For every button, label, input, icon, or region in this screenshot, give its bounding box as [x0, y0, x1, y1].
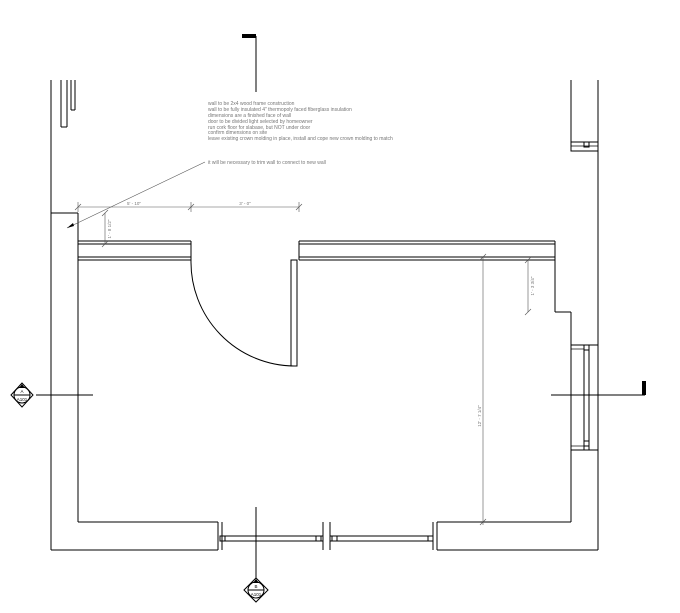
leader-note-text: it will be necessary to trim wall to con… [208, 160, 326, 166]
note-line: wall to be fully insulated 4" thermopoly… [208, 107, 352, 113]
dimension-right-small: 1' - 3 3/4" [524, 256, 535, 316]
elevation-marker-left-label: A [20, 389, 23, 394]
note-line: door to be divided light selected by hom… [208, 119, 313, 125]
dimension-top-left-label: 5' - 10" [127, 201, 141, 206]
elevation-marker-left-sheet: A101 [17, 397, 28, 402]
dimension-door-opening-label: 3' - 0" [239, 201, 251, 206]
exterior-walls [50, 80, 599, 551]
note-line: run cork floor for slabase, but NOT unde… [208, 125, 311, 131]
note-line: dimensions are a finished face of wall [208, 113, 291, 119]
general-notes: wall to be 2x4 wood frame construction w… [208, 101, 393, 142]
section-line-top [242, 34, 257, 92]
note-line: confirm dimensions on site [208, 130, 267, 136]
dimension-right-small-label: 1' - 3 3/4" [530, 276, 535, 295]
elevation-marker-bottom: B A101 [243, 507, 269, 603]
elevation-marker-bottom-sheet: A101 [251, 592, 262, 597]
leader-note: it will be necessary to trim wall to con… [66, 160, 326, 229]
section-line-right [551, 381, 646, 396]
dimension-left-wall: 1' - 8 1/2" [101, 209, 112, 248]
note-line: leave existing crown molding in place, i… [208, 136, 393, 142]
dimension-right-long: 12' - 7 1/4" [477, 253, 487, 526]
door-swing [190, 259, 298, 367]
bottom-windows [217, 522, 438, 550]
dimension-door-opening: 3' - 0" [191, 201, 303, 212]
dimension-right-long-label: 12' - 7 1/4" [477, 405, 482, 427]
note-line: wall to be 2x4 wood frame construction [208, 101, 295, 107]
dimension-top-left: 5' - 10" [74, 201, 195, 212]
dimension-left-wall-label: 1' - 8 1/2" [107, 219, 112, 238]
elevation-marker-left: A A101 [10, 382, 93, 408]
new-interior-wall [78, 240, 556, 261]
elevation-marker-bottom-label: B [254, 584, 257, 589]
